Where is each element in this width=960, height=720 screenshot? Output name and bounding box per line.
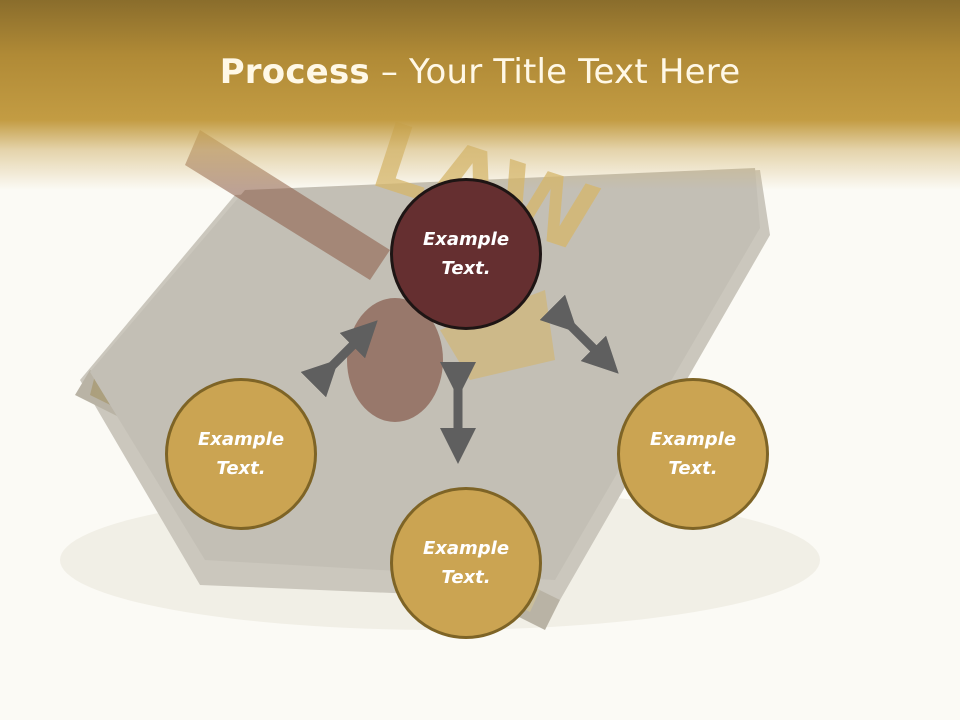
node-top: Example Text.: [390, 178, 542, 330]
node-bottom-label: Example Text.: [422, 538, 510, 588]
arrow-top-left: [300, 320, 378, 398]
node-right-label: Example Text.: [649, 429, 737, 479]
node-bottom: Example Text.: [390, 487, 542, 639]
title-band: [0, 0, 960, 190]
node-right: Example Text.: [617, 378, 769, 530]
title-bold: Process: [219, 52, 370, 92]
title-rest: – Your Title Text Here: [369, 52, 741, 92]
node-top-label: Example Text.: [422, 229, 510, 279]
arrow-top-right: [539, 294, 619, 374]
slide-title: Process – Your Title Text Here: [0, 52, 960, 92]
node-left-label: Example Text.: [197, 429, 285, 479]
node-left: Example Text.: [165, 378, 317, 530]
